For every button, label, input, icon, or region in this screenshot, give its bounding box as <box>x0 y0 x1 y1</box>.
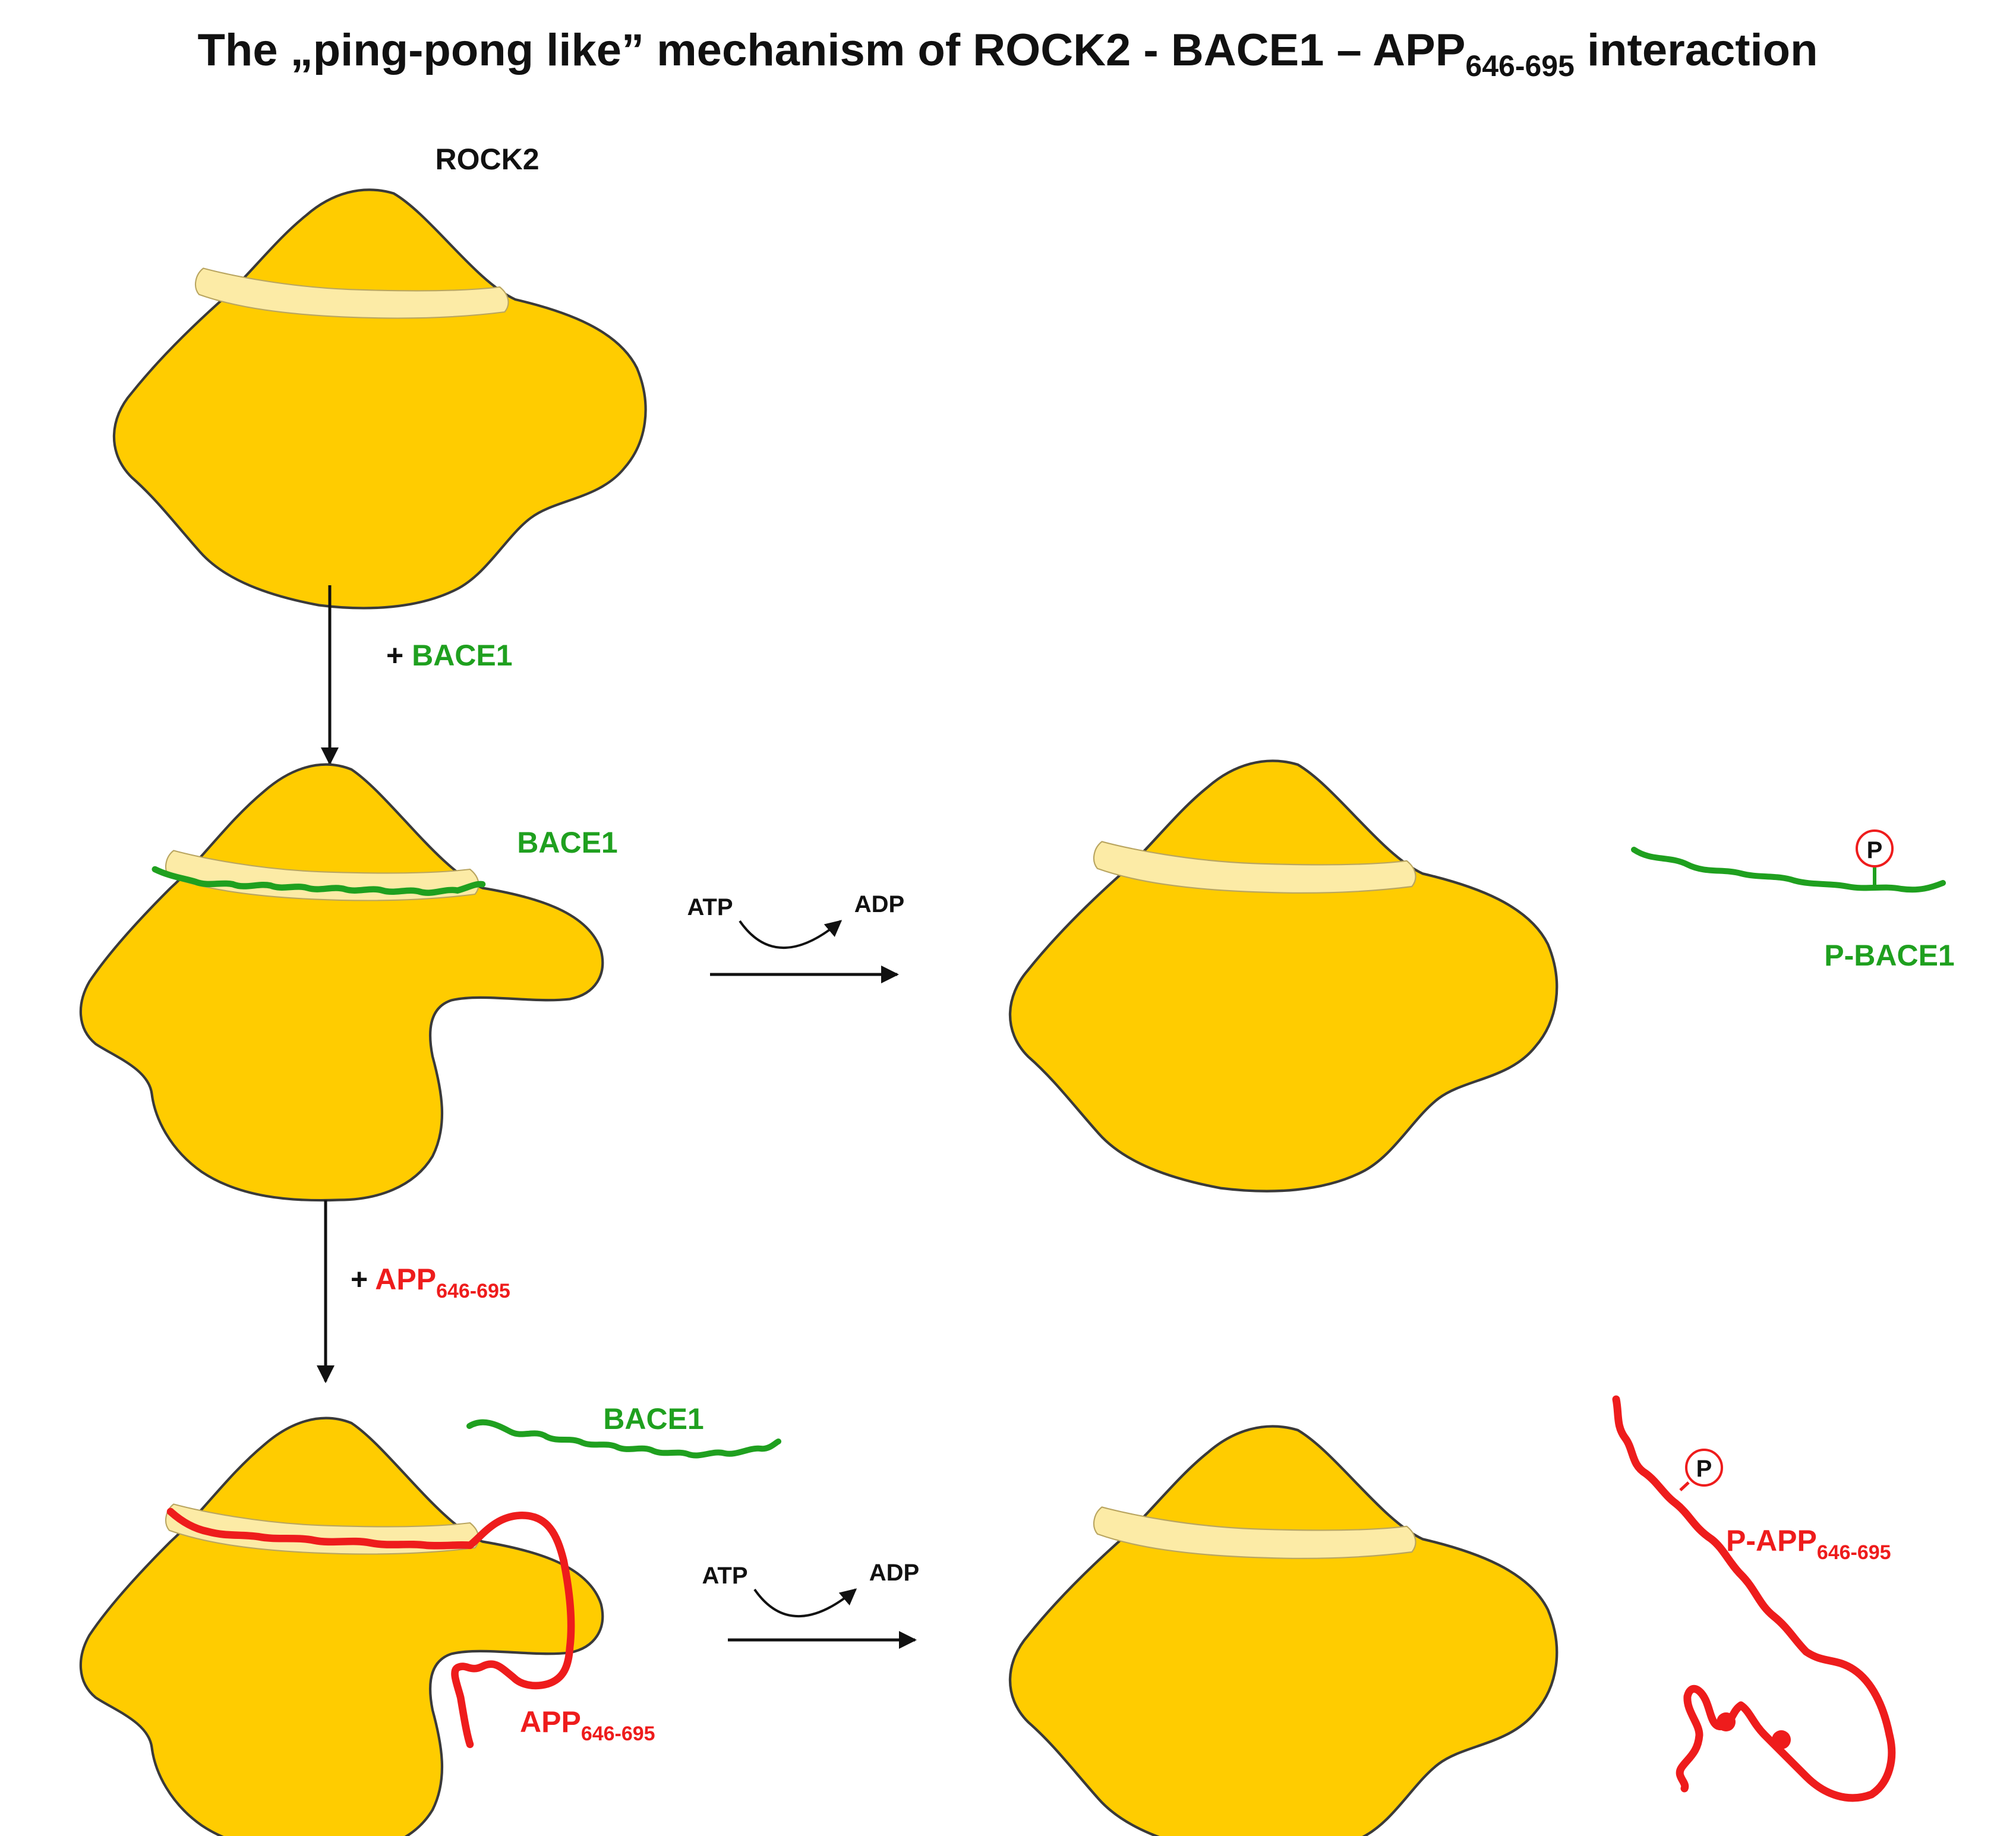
add-app-subscript: 646-695 <box>436 1280 510 1302</box>
bace1-released-label: BACE1 <box>603 1402 703 1436</box>
p-bace1-phospho-letter: P <box>1867 837 1883 863</box>
app-bound-subscript: 646-695 <box>581 1723 655 1745</box>
p-app-phospho-letter: P <box>1696 1456 1712 1482</box>
reaction-2-curved-arrow <box>753 1588 857 1617</box>
bace1-bound-strand <box>152 866 486 896</box>
app-bound-label: APP646-695 <box>520 1705 655 1745</box>
p-app-strand <box>1612 1395 1896 1802</box>
reaction-2-adp: ADP <box>869 1560 919 1586</box>
rock2-label: ROCK2 <box>435 143 539 176</box>
add-app-sign: + <box>351 1263 375 1296</box>
reaction-2-atp: ATP <box>702 1563 747 1589</box>
reaction-1-atp: ATP <box>687 894 733 920</box>
add-app-label: + APP646-695 <box>351 1263 510 1302</box>
title-subscript: 646-695 <box>1465 49 1575 83</box>
bace1-released <box>466 1419 781 1459</box>
add-bace1-name: BACE1 <box>412 639 512 672</box>
bace1-released-strand <box>466 1419 781 1459</box>
rock2-free <box>114 190 646 608</box>
p-bace1-strand <box>1631 847 1946 893</box>
title-tail: interaction <box>1575 25 1818 75</box>
p-bace1-phospho-circle <box>1856 829 1894 867</box>
add-bace1-sign: + <box>386 639 412 672</box>
p-bace1-product: P <box>1631 829 1946 893</box>
rock2-app-complex <box>81 1418 602 1836</box>
reaction-1-adp: ADP <box>854 891 904 917</box>
rock2-after-bace1 <box>1010 761 1557 1191</box>
diagram-title: The „ping-pong like” mechanism of ROCK2 … <box>197 25 1818 83</box>
title-main: The „ping-pong like” mechanism of ROCK2 … <box>197 25 1465 75</box>
p-app-name: P-APP <box>1726 1524 1817 1557</box>
bace1-bound-label: BACE1 <box>517 826 617 859</box>
p-bace1-label: P-BACE1 <box>1824 939 1954 972</box>
reaction-1-curved-arrow <box>739 920 843 949</box>
app-bound-name: APP <box>520 1705 581 1739</box>
p-app-phospho-circle <box>1685 1449 1723 1487</box>
p-app-phospho-stem <box>1679 1481 1690 1491</box>
p-app-label: P-APP646-695 <box>1726 1524 1891 1564</box>
p-app-knob-1 <box>1717 1712 1736 1731</box>
app-bound-strand <box>166 1507 575 1749</box>
reaction-1: ATP ADP <box>687 891 904 983</box>
add-app-name: APP <box>375 1263 436 1296</box>
reaction-2: ATP ADP <box>702 1560 919 1649</box>
p-app-knob-2 <box>1772 1730 1791 1749</box>
p-app-product: P <box>1612 1395 1896 1802</box>
add-bace1-label: + BACE1 <box>386 639 513 672</box>
rock2-bace1-complex <box>81 765 602 1200</box>
rock2-after-app <box>1010 1427 1557 1836</box>
p-app-subscript: 646-695 <box>1817 1541 1891 1564</box>
